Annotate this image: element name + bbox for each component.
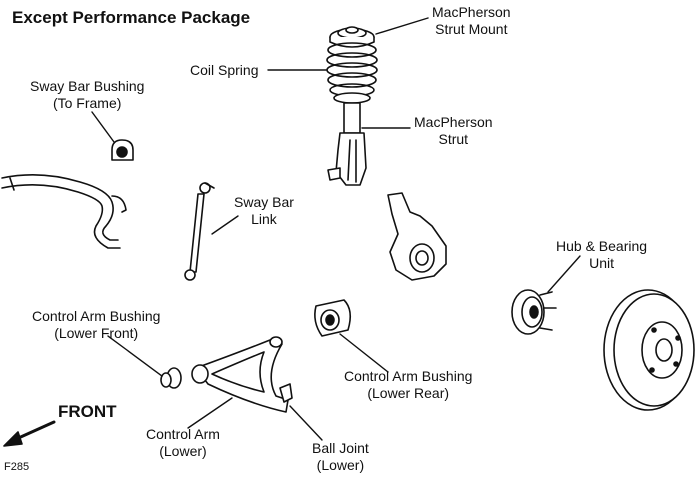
steering-knuckle-part	[387, 192, 447, 281]
label-sway-bar-link: Sway Bar Link	[234, 194, 294, 227]
label-control-arm: Control Arm (Lower)	[146, 426, 220, 459]
label-sway-bar-bushing: Sway Bar Bushing (To Frame)	[30, 78, 145, 111]
front-label: FRONT	[58, 402, 117, 421]
coil-spring-part	[326, 42, 378, 104]
leader-sway-bar-bushing	[91, 111, 115, 143]
sway-bar-part	[1, 174, 127, 249]
leader-strut-mount	[375, 17, 429, 35]
front-arrow-icon	[3, 420, 56, 447]
label-strut: MacPherson Strut	[414, 114, 493, 147]
leader-lines	[91, 17, 581, 441]
label-hub-bearing: Hub & Bearing Unit	[556, 238, 648, 271]
control-arm-bushing-rear-part	[314, 299, 352, 337]
leader-control-arm	[187, 397, 233, 429]
leader-hub-bearing	[547, 255, 581, 293]
control-arm-part	[191, 336, 293, 413]
sway-bar-bushing-part	[111, 139, 134, 161]
hub-bearing-part	[511, 289, 557, 335]
leader-sway-bar-link	[211, 215, 239, 235]
leader-ca-bushing-rear	[339, 333, 389, 373]
strut-part	[327, 102, 367, 186]
label-strut-mount: MacPherson Strut Mount	[432, 4, 511, 37]
leader-ca-bushing-front	[107, 335, 163, 377]
control-arm-bushing-front-part	[160, 367, 182, 389]
sway-bar-link-part	[184, 182, 215, 281]
label-coil-spring: Coil Spring	[190, 62, 259, 78]
label-ca-bushing-rear: Control Arm Bushing (Lower Rear)	[344, 368, 473, 401]
diagram-title: Except Performance Package	[12, 8, 251, 27]
leader-ball-joint	[289, 405, 323, 441]
figure-code: F285	[4, 461, 30, 473]
label-ca-bushing-front: Control Arm Bushing (Lower Front)	[32, 308, 161, 341]
label-ball-joint: Ball Joint (Lower)	[312, 440, 369, 473]
brake-rotor-part	[603, 289, 695, 411]
